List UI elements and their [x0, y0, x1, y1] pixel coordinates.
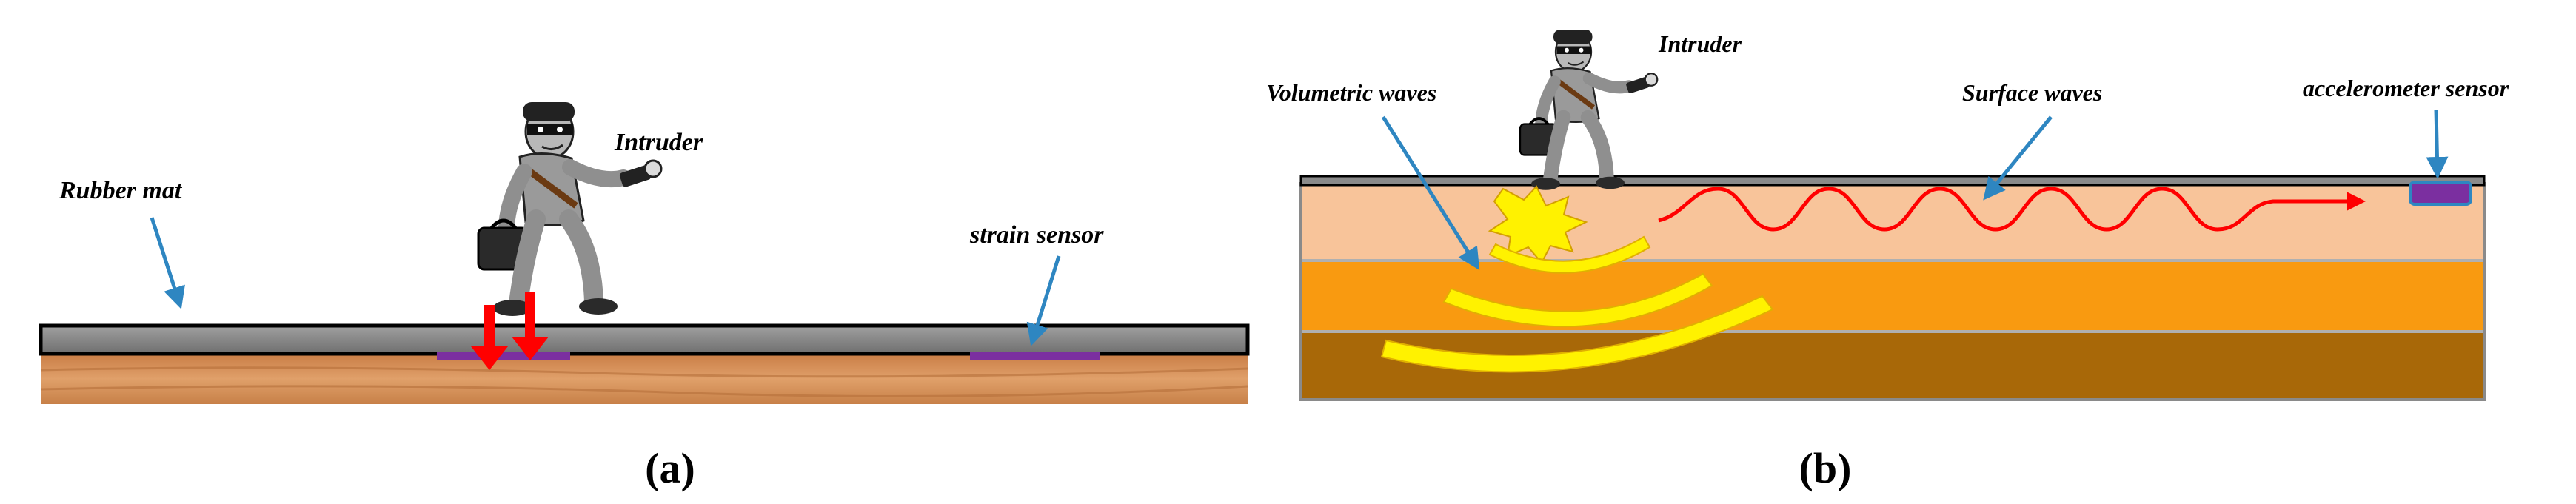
force-arrows [471, 292, 549, 370]
panel-b: Volumetric waves Intruder Surface waves … [1266, 30, 2509, 492]
rubber-mat [39, 323, 1250, 356]
label-intruder-a: Intruder [614, 129, 703, 156]
label-volumetric-waves: Volumetric waves [1266, 79, 1436, 106]
label-rubber-mat: Rubber mat [58, 177, 183, 204]
strain-sensor-under-foot [437, 352, 570, 360]
layer-top [1301, 184, 2484, 261]
surface-wave [1658, 187, 2366, 232]
caption-b: (b) [1799, 444, 1852, 492]
label-intruder-b: Intruder [1658, 30, 1742, 57]
volumetric-wave-arc-3 [1380, 295, 1774, 373]
layer-middle [1301, 261, 2484, 332]
volumetric-wave-arc-1 [1488, 235, 1651, 274]
wood-grain [40, 366, 1248, 397]
accelerometer-arrow [2426, 109, 2449, 179]
panel-a: Rubber mat Intruder strain sensor (a) [39, 102, 1250, 492]
volumetric-waves-arrow [1381, 115, 1480, 271]
label-surface-waves: Surface waves [1962, 79, 2102, 106]
strain-sensor-arrow [1026, 255, 1061, 346]
label-strain-sensor: strain sensor [969, 221, 1104, 249]
intruder-figure-b [1520, 30, 1657, 190]
label-accelerometer-sensor: accelerometer sensor [2303, 75, 2509, 101]
caption-a: (a) [645, 444, 695, 492]
rubber-mat-arrow [150, 217, 185, 309]
volumetric-wave-arc-2 [1442, 272, 1713, 328]
surface-line [1299, 175, 2486, 187]
accelerometer-sensor [2409, 181, 2472, 206]
strain-sensor [970, 352, 1100, 360]
wood-floor [41, 354, 1248, 404]
surface-waves-arrow [1983, 115, 2053, 201]
impact-burst [1488, 185, 1588, 264]
